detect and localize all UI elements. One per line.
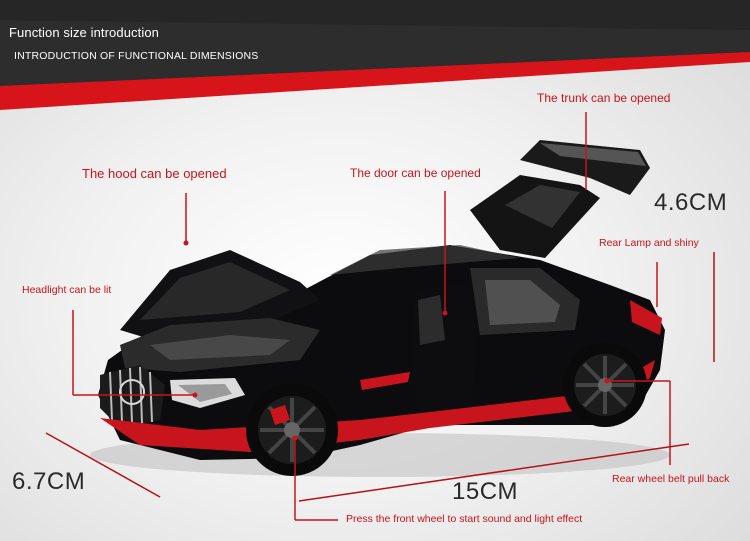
- dimension-width: 6.7CM: [12, 468, 86, 495]
- dimension-height: 4.6CM: [654, 189, 728, 216]
- callout-rear-wheel: Rear wheel belt pull back: [612, 473, 730, 485]
- header-banner: [0, 0, 750, 110]
- callout-headlight: Headlight can be lit: [22, 284, 112, 296]
- header-title: Function size introduction: [9, 25, 160, 40]
- callout-front-wheel: Press the front wheel to start sound and…: [346, 513, 583, 525]
- callout-rear-lamp: Rear Lamp and shiny: [599, 237, 699, 249]
- callout-trunk: The trunk can be opened: [537, 91, 671, 105]
- callout-hood: The hood can be opened: [82, 166, 227, 181]
- callout-door: The door can be opened: [350, 166, 481, 180]
- header-subtitle: INTRODUCTION OF FUNCTIONAL DIMENSIONS: [14, 50, 259, 62]
- dimension-length: 15CM: [452, 478, 519, 505]
